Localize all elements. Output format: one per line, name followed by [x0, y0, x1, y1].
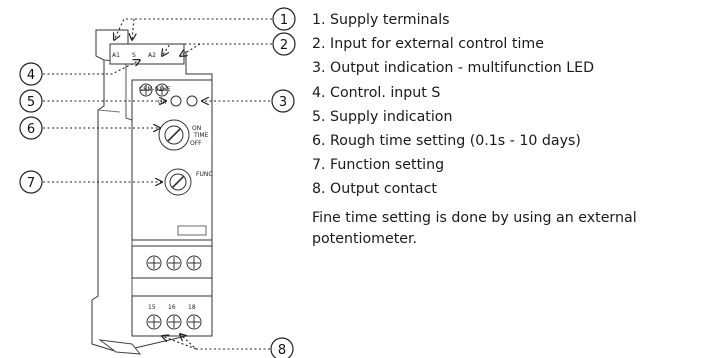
- top-terminal-label-a2: A2: [148, 52, 156, 59]
- legend-item-5: 5. Supply indication: [312, 108, 453, 125]
- time-dial-label: TIME: [193, 132, 209, 139]
- output-led: [186, 95, 198, 107]
- callout-2-circle: [272, 32, 296, 56]
- model-badge: [177, 225, 207, 236]
- dial-off-label: OFF: [190, 140, 202, 147]
- callout-3-number: 3: [279, 95, 287, 110]
- leader-line-1: [114, 18, 272, 40]
- legend-item-8: 8. Output contact: [312, 181, 437, 198]
- callout-1-number: 1: [280, 13, 288, 28]
- leader-line-4: [43, 60, 140, 75]
- callout-2-number: 2: [280, 38, 288, 53]
- top-terminal-block: [109, 43, 185, 65]
- leader-line-2b: [162, 43, 200, 56]
- callout-5-circle: [19, 89, 43, 113]
- function-dial: [164, 168, 192, 196]
- callout-3-circle: [271, 89, 295, 113]
- legend-item-2: 2. Input for external control time: [312, 36, 544, 53]
- bottom-terminal-label-16: 16: [168, 304, 176, 311]
- top-terminal-label-a1: A1: [112, 52, 120, 59]
- callout-4-number: 4: [27, 68, 35, 83]
- legend-item-1: 1. Supply terminals: [312, 12, 450, 28]
- func-dial-label: FUNC: [196, 171, 213, 178]
- callout-1-circle: [272, 7, 296, 31]
- callout-7-number: 7: [27, 176, 35, 191]
- relay-device: [91, 29, 213, 355]
- legend-item-6: 6. Rough time setting (0.1s - 10 days): [312, 132, 581, 149]
- supply-led-label: Un: [158, 99, 166, 106]
- leader-line-1b: [132, 18, 134, 40]
- time-dial: [158, 119, 190, 151]
- device-model-label: CRM-91HE: [139, 86, 171, 93]
- leader-line-8b: [162, 336, 197, 350]
- supply-led: [170, 95, 182, 107]
- relay-diagram: CRM-91HE Un TIME ON OFF FUNC A1 S A2 15 …: [19, 7, 296, 358]
- legend: 1. Supply terminals 2. Input for externa…: [312, 8, 704, 250]
- dial-on-label: ON: [192, 125, 201, 132]
- callout-5-number: 5: [27, 95, 35, 110]
- top-terminal-label-s: S: [132, 52, 136, 59]
- fine-time-note: Fine time setting is done by using an ex…: [312, 209, 637, 247]
- legend-item-3: 3. Output indication - multifunction LED: [312, 60, 595, 77]
- bottom-terminal-label-18: 18: [188, 304, 196, 311]
- legend-item-7: 7. Function setting: [312, 157, 445, 174]
- bottom-terminal-label-15: 15: [148, 304, 156, 311]
- leader-line-2: [180, 43, 272, 56]
- callout-4-circle: [19, 62, 43, 86]
- callout-8-circle: [270, 337, 294, 358]
- callout-6-number: 6: [27, 122, 35, 137]
- callout-7-circle: [19, 170, 43, 194]
- legend-item-4: 4. Control. input S: [312, 84, 441, 101]
- front-panel: [131, 79, 213, 241]
- callout-8-number: 8: [278, 343, 286, 358]
- callout-6-circle: [19, 116, 43, 140]
